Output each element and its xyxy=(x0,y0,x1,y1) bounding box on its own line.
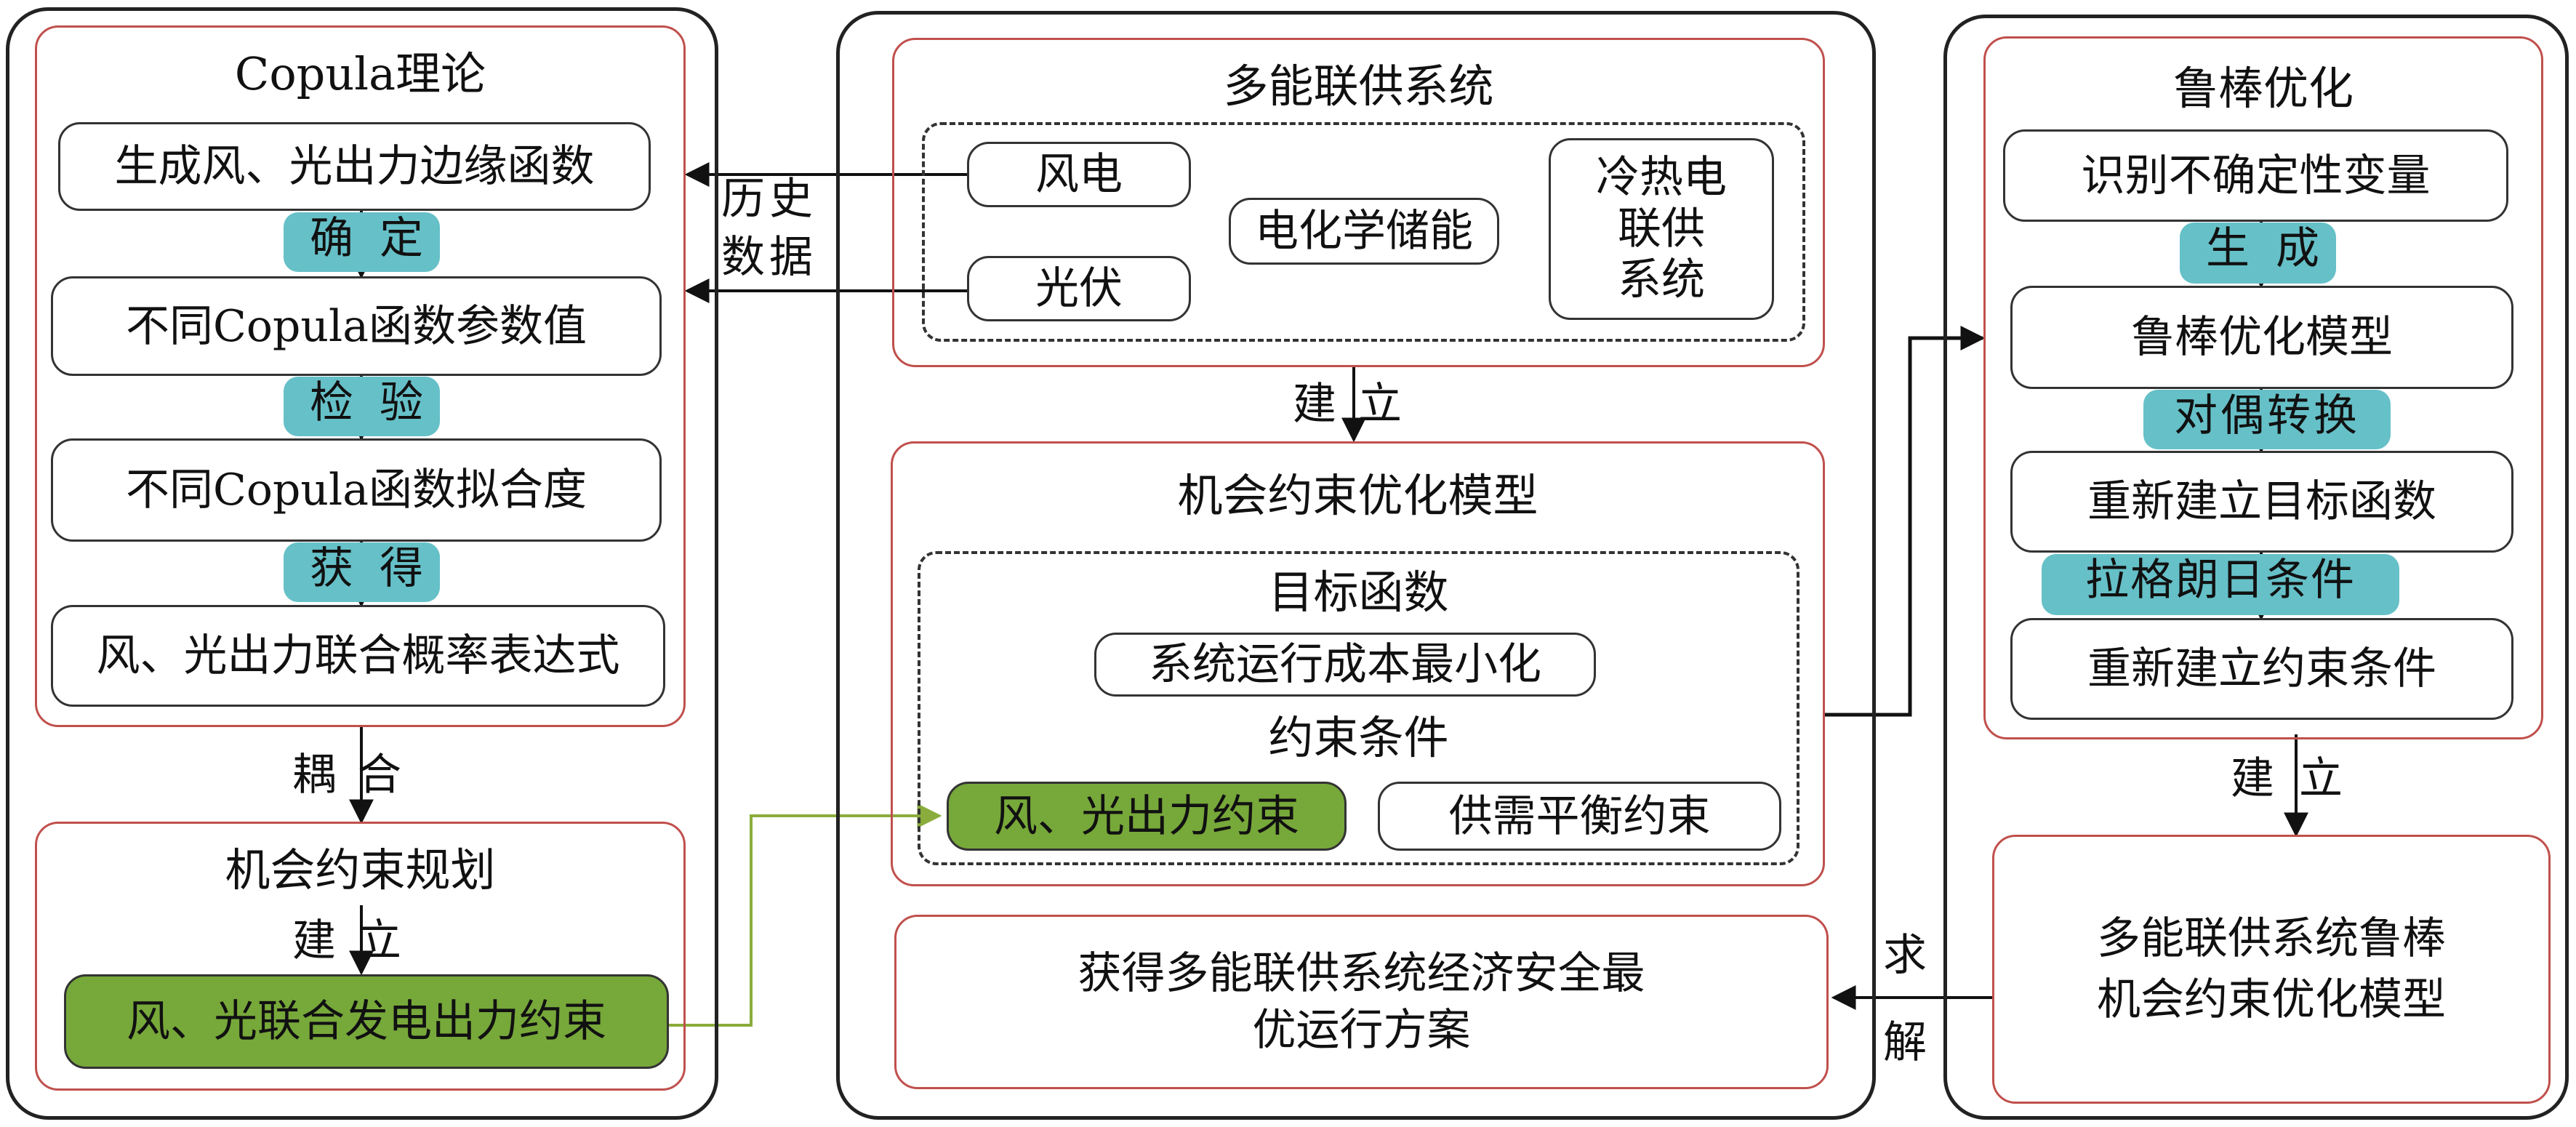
final-model-line-1: 多能联供系统鲁棒 xyxy=(2097,913,2446,964)
system-title: 多能联供系统 xyxy=(1223,60,1494,113)
copula-step-marginal: 生成风、光出力边缘函数 xyxy=(58,122,651,211)
final-model-line-2: 机会约束优化模型 xyxy=(2097,974,2446,1025)
result-line-2: 优运行方案 xyxy=(1252,1005,1471,1056)
robust-title: 鲁棒优化 xyxy=(2172,62,2354,115)
couple-label: 耦合 xyxy=(292,750,423,801)
copula-link-determine: 确定 xyxy=(284,212,440,272)
objective-heading: 目标函数 xyxy=(1268,566,1449,619)
copula-step-fit: 不同Copula函数拟合度 xyxy=(51,438,662,542)
copula-panel xyxy=(6,7,718,1120)
robust-establish-label: 建立 xyxy=(2231,753,2367,804)
robust-step-identify: 识别不确定性变量 xyxy=(2003,129,2508,222)
final-model-section: 多能联供系统鲁棒 机会约束优化模型 xyxy=(1992,835,2551,1104)
chance-model-section xyxy=(891,441,1825,886)
solve-char-2: 解 xyxy=(1883,1017,1927,1068)
copula-link-test: 检验 xyxy=(284,377,440,436)
cchp-line-1: 冷热电 xyxy=(1596,151,1727,203)
cchp-line-3: 系统 xyxy=(1618,254,1705,306)
copula-step-joint: 风、光出力联合概率表达式 xyxy=(51,605,665,707)
solve-char-1: 求 xyxy=(1883,930,1927,981)
robust-step-model: 鲁棒优化模型 xyxy=(2010,286,2513,389)
system-section xyxy=(892,38,1825,367)
wind-pv-constraint-box: 风、光出力约束 xyxy=(947,782,1347,851)
copula-title: Copula理论 xyxy=(234,47,486,100)
balance-constraint-box: 供需平衡约束 xyxy=(1378,782,1781,851)
pv-power-box: 光伏 xyxy=(967,256,1191,321)
chance-model-title: 机会约束优化模型 xyxy=(1177,469,1538,522)
robust-panel xyxy=(1943,15,2569,1120)
robust-link-dual: 对偶转换 xyxy=(2143,390,2391,449)
ccp-section xyxy=(35,822,686,1091)
wind-pv-joint-constraint: 风、光联合发电出力约束 xyxy=(64,974,669,1069)
copula-link-obtain: 获得 xyxy=(284,542,440,602)
cchp-line-2: 联供 xyxy=(1618,203,1705,254)
robust-step-constraint: 重新建立约束条件 xyxy=(2010,618,2513,720)
objective-box: 系统运行成本最小化 xyxy=(1094,633,1596,697)
ccp-establish-label: 建立 xyxy=(292,915,423,966)
history-data-line-2: 数据 xyxy=(721,232,817,283)
copula-step-params: 不同Copula函数参数值 xyxy=(51,276,662,376)
system-panel xyxy=(836,11,1876,1120)
robust-link-generate: 生成 xyxy=(2180,222,2336,284)
constraint-heading: 约束条件 xyxy=(1268,711,1449,764)
cchp-box: 冷热电 联供 系统 xyxy=(1549,138,1774,320)
storage-box: 电化学储能 xyxy=(1229,198,1499,265)
result-section: 获得多能联供系统经济安全最 优运行方案 xyxy=(894,915,1829,1089)
robust-step-objective: 重新建立目标函数 xyxy=(2010,451,2513,553)
copula-section xyxy=(35,25,686,727)
result-line-1: 获得多能联供系统经济安全最 xyxy=(1078,948,1645,999)
chance-model-content xyxy=(918,551,1799,865)
arrow-green-constraint xyxy=(669,803,942,1027)
wind-power-box: 风电 xyxy=(967,142,1191,207)
history-data-line-1: 历史 xyxy=(721,174,817,225)
system-components xyxy=(922,122,1805,342)
system-establish-label: 建立 xyxy=(1293,379,1424,430)
robust-link-lagrange: 拉格朗日条件 xyxy=(2042,554,2399,615)
robust-section xyxy=(1983,36,2543,739)
ccp-title: 机会约束规划 xyxy=(225,843,496,897)
